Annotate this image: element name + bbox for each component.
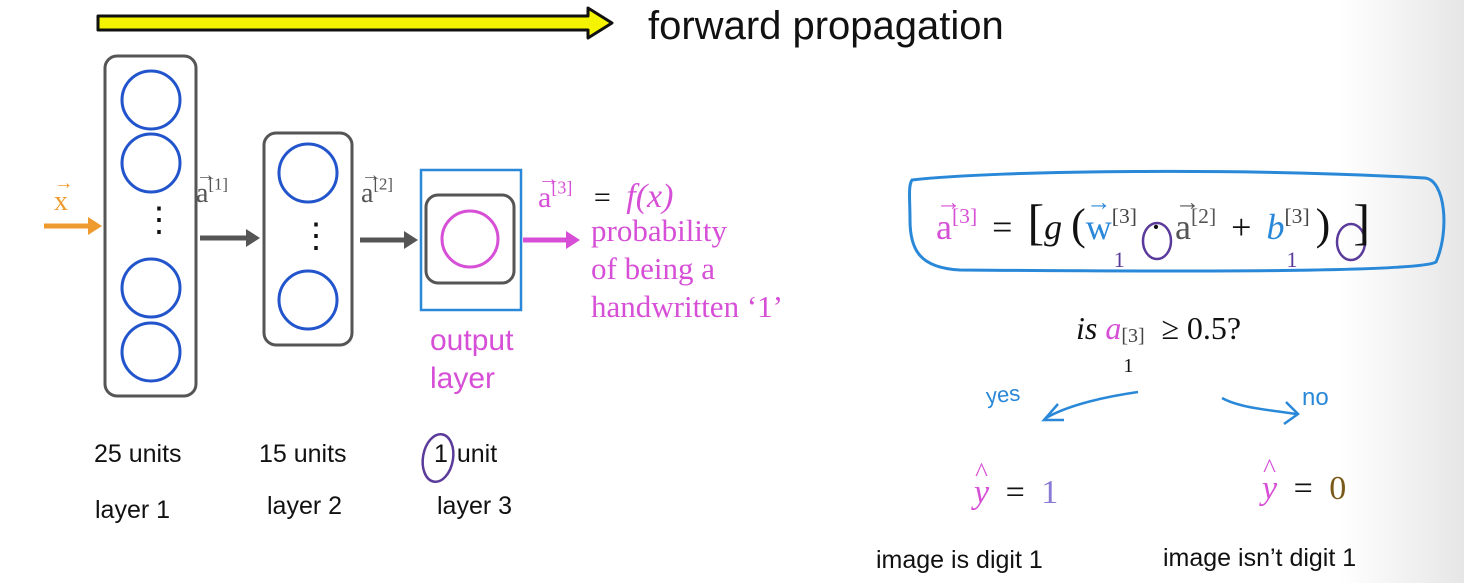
arrow-layer1-to-layer2	[200, 229, 260, 247]
probability-line-2: of being a	[591, 251, 715, 286]
layer-3-units-number: 1	[434, 440, 448, 468]
eq-b-index: [3]	[1284, 203, 1310, 228]
layer-2-units: 15 units	[259, 440, 347, 468]
neuron	[120, 321, 182, 383]
eq-w: w	[1086, 190, 1112, 248]
activation-equation: a[3] = [g (w1[3] · a[2] + b1[3]) ]	[936, 190, 1370, 272]
neuron	[120, 132, 182, 194]
output-activation-label: a[3] = f(x)	[538, 168, 674, 216]
output-arrow	[523, 231, 580, 249]
probability-line-3: handwritten ‘1’	[591, 289, 783, 324]
unit-circle-annotation	[421, 432, 455, 484]
layer-3-name: layer 3	[437, 492, 513, 520]
output-layer-label: output layer	[430, 322, 513, 398]
b-subscript-circle	[1335, 222, 1367, 262]
question-rest: ≥ 0.5?	[1161, 310, 1242, 346]
activation-a1-label: a[1]	[196, 166, 228, 210]
eq-b-sub: 1	[1286, 247, 1298, 272]
no-result-y: y	[1262, 455, 1277, 508]
eq-lhs-a: a	[936, 190, 952, 248]
yes-label: yes	[984, 380, 1022, 409]
input-x-label: x	[54, 174, 68, 218]
yes-caption: image is digit 1	[876, 546, 1043, 574]
neuron	[120, 257, 182, 319]
input-x: x	[54, 174, 68, 218]
layer-1-units: 25 units	[94, 440, 182, 468]
question-is: is	[1076, 310, 1098, 346]
layer-3-box	[424, 193, 516, 285]
yes-arrow	[1041, 390, 1139, 422]
eq-open-paren: (	[1071, 200, 1086, 249]
probability-text: probability of being a handwritten ‘1’	[591, 212, 783, 326]
output-equals: =	[593, 181, 611, 214]
probability-line-1: probability	[591, 213, 728, 248]
no-result-value: 0	[1329, 470, 1347, 507]
forward-arrow	[96, 6, 614, 40]
eq-close-paren: )	[1315, 200, 1331, 249]
eq-w-sub: 1	[1113, 247, 1125, 272]
yes-result-y: y	[974, 459, 989, 512]
layer-3-units: 1 unit	[434, 440, 497, 469]
layer-1-box	[103, 54, 198, 398]
no-arrow	[1221, 396, 1300, 426]
w-subscript-circle	[1141, 221, 1173, 261]
eq-close-bracket: ]	[1353, 194, 1370, 250]
arrow-layer2-to-layer3	[360, 231, 418, 249]
eq-b: b	[1266, 207, 1285, 247]
eq-w-index: [3]	[1111, 203, 1137, 228]
output-layer-line-1: output	[430, 324, 514, 357]
yes-result-value: 1	[1041, 474, 1059, 511]
threshold-question: is a[3] 1 ≥ 0.5?	[1076, 310, 1242, 377]
neuron	[120, 69, 182, 131]
output-highlight-box	[419, 168, 523, 312]
activation-a3: a	[538, 168, 552, 215]
eq-open-bracket: [	[1027, 194, 1045, 250]
eq-dot: ·	[1149, 207, 1162, 247]
eq-plus: +	[1231, 207, 1252, 247]
neuron	[277, 269, 339, 331]
activation-a1: a	[196, 166, 209, 210]
no-result: y = 0	[1262, 455, 1347, 508]
activation-a2: a	[361, 166, 374, 210]
no-caption: image isn’t digit 1	[1163, 544, 1357, 572]
layer-1-name: layer 1	[95, 496, 171, 524]
eq-g: g	[1044, 207, 1063, 247]
layer-3-units-word: unit	[456, 440, 498, 468]
eq-equals: =	[992, 207, 1013, 247]
input-arrow	[44, 217, 102, 235]
activation-a2-label: a[2]	[361, 166, 393, 210]
no-result-eq: =	[1293, 470, 1313, 507]
layer-2-dots: ⋮	[299, 218, 333, 255]
layer-2-box	[262, 131, 354, 347]
yes-result-eq: =	[1005, 474, 1025, 511]
no-label: no	[1302, 384, 1329, 411]
page-title: forward propagation	[648, 4, 1004, 48]
equation-outline	[908, 169, 1446, 273]
yes-result: y = 1	[974, 459, 1059, 512]
question-sub: 1	[1123, 355, 1134, 377]
output-neuron	[440, 209, 500, 269]
question-a: a	[1105, 310, 1122, 346]
f-of-x: f(x)	[626, 178, 674, 215]
neuron	[277, 142, 339, 204]
layer-2-name: layer 2	[267, 492, 343, 520]
output-layer-line-2: layer	[430, 362, 496, 395]
question-sup: [3]	[1121, 325, 1145, 347]
eq-a2: a	[1175, 190, 1191, 248]
layer-1-dots: ⋮	[142, 202, 176, 239]
